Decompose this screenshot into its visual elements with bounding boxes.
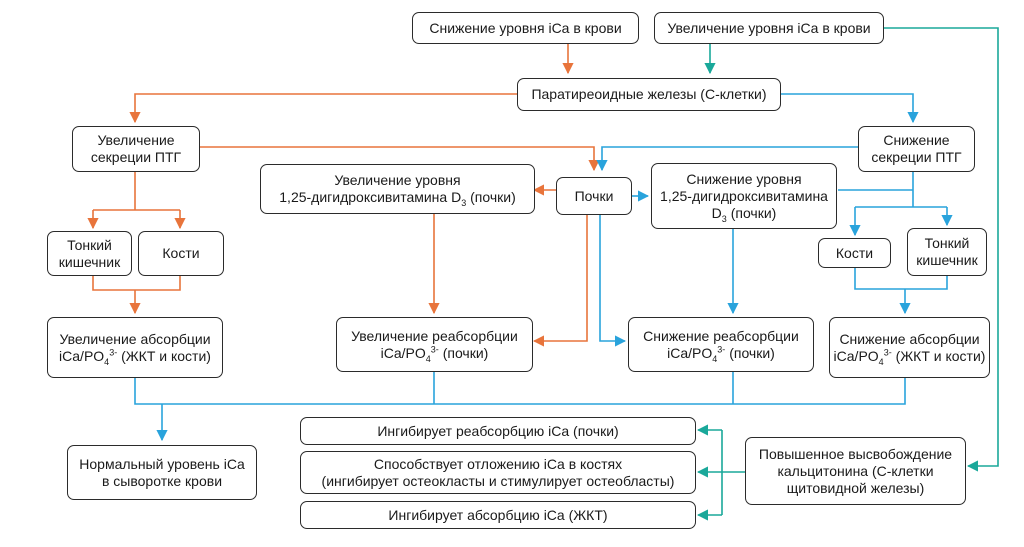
orange-branch-pth-down [93,172,180,211]
ion-formula: iCa/PO [59,347,105,364]
ion-location: (почки) [438,344,489,361]
ion-subscript: 4 [712,353,718,364]
blue-branch-pth-down [855,172,947,208]
node-bones-left-label: Кости [162,245,200,261]
node-intestine-right-line1: Тонкий [924,235,970,251]
ion-charge: 3- [430,343,439,354]
node-kidneys: Почки [556,177,632,215]
node-intestine-left-line2: кишечник [58,253,121,270]
node-intestine-right: Тонкий кишечник [907,228,987,276]
node-increase-vitd: Увеличение уровня 1,25-дигидроксивитамин… [260,164,535,214]
vitd-subscript: 3 [461,197,467,208]
node-decrease-pth-line1: Снижение [883,132,950,148]
node-inhibit-absorption-label: Ингибирует абсорбцию iCa (ЖКТ) [388,506,608,523]
vitd-location: (почки) [466,189,516,205]
ion-formula: iCa/PO [833,347,879,364]
node-calcitonin-line1: Повышенное высвобождение [758,445,953,462]
node-decrease-reabsorption-line2: iCa/PO43- (почки) [667,343,775,364]
node-increase-reabsorption-line1: Увеличение реабсорбции [351,327,518,344]
blue-merge-absorption [854,268,948,313]
node-decrease-reabsorption: Снижение реабсорбции iCa/PO43- (почки) [628,317,814,372]
node-decrease-absorption: Снижение абсорбции iCa/PO43- (ЖКТ и кост… [829,317,990,378]
node-normal-level-line2: в сыворотке крови [101,472,223,489]
node-increase-pth-line2: секреции ПТГ [90,149,182,165]
blue-bottom-collector [134,372,906,405]
ion-charge: 3- [883,346,892,357]
node-decrease-ca-label: Снижение уровня iCa в крови [429,19,622,36]
node-intestine-left-line1: Тонкий [67,236,112,253]
node-decrease-pth-line2: секреции ПТГ [871,149,962,165]
arrow-kidneys-to-decrease-reabsorption [599,215,627,347]
arrow-decrease-pth-to-kidneys [596,146,858,172]
ion-charge: 3- [109,346,118,357]
node-parathyroid-label: Паратиреоидные железы (С-клетки) [531,86,767,102]
node-increase-absorption-line2: iCa/PO43- (ЖКТ и кости) [59,346,211,367]
vitd-subscript: 3 [721,213,727,224]
node-increase-ca: Увеличение уровня iCa в крови [654,12,884,44]
arrow-kidneys-to-increase-reabsorption [532,215,588,347]
node-intestine-left: Тонкий кишечник [47,231,132,276]
vitd-location: (почки) [726,204,777,221]
node-promote-deposition-line1: Способствует отложению iCa в костях [373,455,623,472]
node-calcitonin-line3: щитовидной железы) [786,479,925,496]
node-bones-left: Кости [138,231,224,276]
node-increase-ca-label: Увеличение уровня iCa в крови [667,19,871,36]
arrow-increase-to-calcitonin [883,27,999,472]
ion-subscript: 4 [425,353,431,364]
node-normal-level: Нормальный уровень iCa в сыворотке крови [67,445,257,500]
arrow-parathyroid-to-decrease-pth [780,93,919,124]
node-promote-deposition-line2: (ингибирует остеокласты и стимулирует ос… [321,472,675,489]
node-inhibit-reabsorption: Ингибирует реабсорбцию iCa (почки) [300,417,696,445]
node-increase-vitd-line1: Увеличение уровня [334,172,461,188]
node-normal-level-line1: Нормальный уровень iCa [79,455,245,472]
arrow-increase-pth-to-kidneys [200,146,600,172]
ion-location: (почки) [725,344,775,361]
node-calcitonin: Повышенное высвобождение кальцитонина (С… [745,437,966,505]
arrow-parathyroid-to-increase-pth [129,93,517,124]
node-increase-pth-line1: Увеличение [97,132,175,148]
ion-location: (ЖКТ и кости) [117,347,211,364]
node-increase-absorption: Увеличение абсорбции iCa/PO43- (ЖКТ и ко… [47,317,223,378]
node-promote-deposition: Способствует отложению iCa в костях (инг… [300,451,696,494]
ion-subscript: 4 [104,356,110,367]
ion-location: (ЖКТ и кости) [891,347,986,364]
node-bones-right-label: Кости [835,244,874,261]
ion-formula: iCa/PO [667,344,713,361]
vitd-name: 1,25-дигидроксивитамина D [279,189,462,205]
node-increase-absorption-line1: Увеличение абсорбции [59,330,211,347]
node-intestine-right-line2: кишечник [916,252,978,268]
node-inhibit-absorption: Ингибирует абсорбцию iCa (ЖКТ) [300,501,696,529]
node-decrease-vitd-line1: Снижение уровня [686,170,802,187]
node-calcitonin-line2: кальцитонина (С-клетки [777,462,934,479]
node-decrease-reabsorption-line1: Снижение реабсорбции [643,327,799,344]
node-decrease-absorption-line2: iCa/PO43- (ЖКТ и кости) [833,346,986,367]
node-increase-vitd-line2: 1,25-дигидроксивитамина D3 (почки) [279,189,516,208]
node-bones-right: Кости [818,238,891,268]
teal-calcitonin-trunk [721,430,745,515]
node-increase-pth: Увеличение секреции ПТГ [72,126,200,172]
ion-subscript: 4 [878,356,884,367]
node-decrease-vitd-line3: D3 (почки) [711,204,777,224]
node-decrease-vitd: Снижение уровня 1,25-дигидроксивитамина … [651,163,837,229]
node-decrease-pth: Снижение секреции ПТГ [858,126,975,172]
node-increase-reabsorption-line2: iCa/PO43- (почки) [380,343,489,364]
node-decrease-ca: Снижение уровня iCa в крови [412,12,639,44]
node-increase-reabsorption: Увеличение реабсорбции iCa/PO43- (почки) [336,317,533,372]
node-kidneys-label: Почки [574,187,614,204]
ion-charge: 3- [717,343,726,354]
ion-formula: iCa/PO [380,344,426,361]
node-decrease-vitd-line2: 1,25-дигидроксивитамина [660,187,828,204]
node-inhibit-reabsorption-label: Ингибирует реабсорбцию iCa (почки) [377,422,619,439]
node-decrease-absorption-line1: Снижение абсорбции [839,330,980,347]
vitd-letter: D [711,204,722,221]
orange-merge-absorption [92,276,181,313]
node-parathyroid: Паратиреоидные железы (С-клетки) [517,78,781,111]
